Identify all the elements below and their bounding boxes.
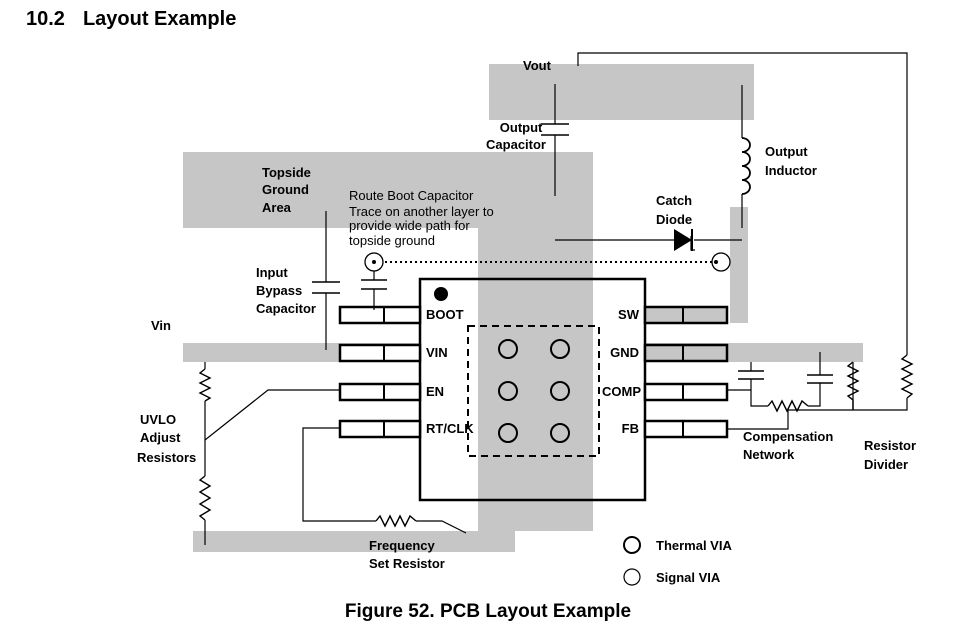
thermal-via-array (498, 339, 570, 443)
thermal-via (550, 381, 570, 401)
figure-caption: Figure 52. PCB Layout Example (344, 601, 632, 622)
frequency-resistor-label: Frequency Set Resistor (369, 538, 445, 571)
uvlo-label: UVLO Adjust Resistors (137, 412, 196, 465)
vin-label: Vin (151, 318, 171, 333)
comp-res-wire (808, 383, 821, 407)
pin-pad-left (338, 305, 422, 325)
pin-label-left: EN (426, 384, 444, 399)
catch-diode-label: Catch Diode (656, 193, 696, 227)
vout-label: Vout (523, 58, 552, 73)
capacitor-plates (312, 123, 833, 384)
fb-divider-wire (727, 398, 908, 430)
pin-label-left: BOOT (426, 307, 464, 322)
pin-label-right: FB (622, 421, 639, 436)
pin-pad-left (338, 419, 422, 439)
thermal-via (498, 339, 518, 359)
thermal-via-legend-icon (623, 536, 641, 554)
ground-trace-copper (478, 228, 593, 531)
signal-via-legend-label: Signal VIA (656, 570, 721, 585)
pin-pad-right (643, 305, 729, 325)
pin-pad-right (643, 343, 729, 363)
compensation-label: Compensation Network (743, 429, 837, 462)
pin-label-right: COMP (602, 384, 641, 399)
vout-copper (489, 64, 754, 120)
resistors (198, 354, 914, 528)
section-heading: 10.2 Layout Example (26, 8, 236, 31)
pin-label-right: GND (610, 345, 639, 360)
vout-feedback-wire (577, 52, 908, 355)
output-inductor-label: Output Inductor (765, 144, 817, 178)
resistor-divider-label: Resistor Divider (864, 438, 920, 472)
input-bypass-label: Input Bypass Capacitor (256, 265, 316, 316)
right-pin-pads: SW GND COMP FB (602, 305, 729, 439)
pin-pad-right (643, 419, 729, 439)
thermal-via (498, 423, 518, 443)
thermal-via (498, 381, 518, 401)
left-pin-pads: BOOT VIN EN RT/CLK (338, 305, 474, 439)
route-boot-note: Route Boot Capacitor Trace on another la… (349, 188, 497, 248)
rt-wire-right (416, 520, 467, 534)
thermal-via (550, 339, 570, 359)
section-title: Layout Example (82, 8, 237, 30)
frequency-set-resistor (375, 514, 417, 528)
thermal-via (550, 423, 570, 443)
topside-ground-copper (183, 152, 593, 228)
pin-pad-left (338, 343, 422, 363)
compensation-resistor (767, 399, 809, 413)
uvlo-resistor-bottom (198, 475, 212, 521)
thermal-pad (467, 325, 600, 457)
bottom-ground-copper (193, 531, 515, 552)
uvlo-resistor-top (198, 368, 212, 402)
legend: Thermal VIA Signal VIA (623, 536, 732, 586)
topside-ground-label: Topside Ground Area (262, 165, 315, 215)
en-wire (204, 389, 340, 441)
comp-series-wire (750, 390, 768, 407)
pin-pad-right (643, 382, 729, 402)
signal-via-sw (711, 252, 731, 272)
pin-label-left: VIN (426, 345, 448, 360)
divider-resistor-lower (846, 361, 860, 410)
pin1-marker (434, 287, 448, 301)
output-capacitor-label: Output Capacitor (486, 120, 546, 152)
pin-pad-left (338, 382, 422, 402)
signal-via-boot-center (372, 260, 376, 264)
rt-wire-left (302, 427, 376, 522)
section-number: 10.2 (26, 8, 65, 30)
catch-diode-symbol (674, 229, 692, 251)
thermal-via-legend-label: Thermal VIA (656, 538, 732, 553)
signal-via-sw-center (714, 260, 718, 264)
sw-copper (730, 207, 748, 323)
divider-resistor-upper (900, 354, 914, 399)
output-inductor-coil (741, 137, 751, 195)
signal-via-legend-icon (623, 568, 641, 586)
pin-label-left: RT/CLK (426, 421, 474, 436)
pin-label-right: SW (618, 307, 640, 322)
comp-wire (727, 379, 752, 391)
